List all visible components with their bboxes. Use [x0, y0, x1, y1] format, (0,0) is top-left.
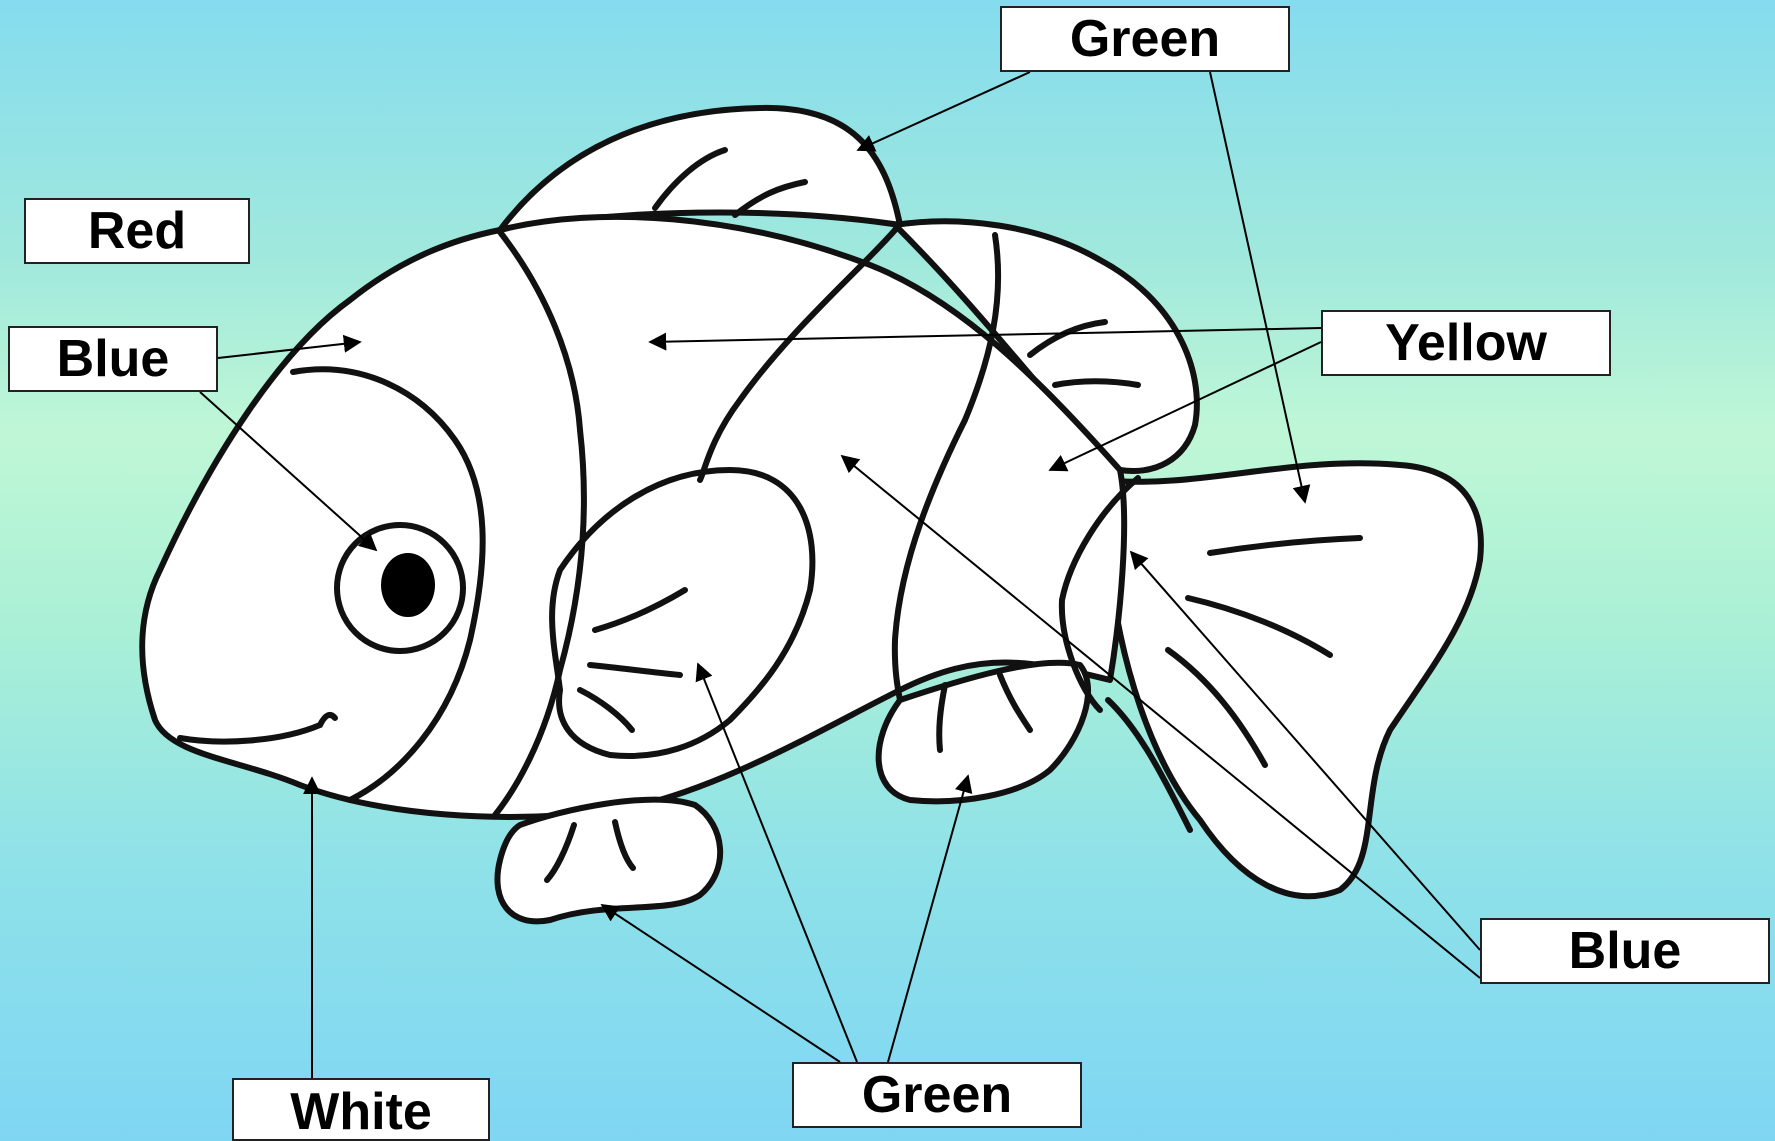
label-yellow: Yellow [1321, 310, 1611, 376]
label-red: Red [24, 198, 250, 264]
label-green-top: Green [1000, 6, 1290, 72]
label-blue-left: Blue [8, 326, 218, 392]
tail-fin [1100, 463, 1481, 896]
pupil [381, 553, 435, 617]
dorsal-fin [500, 108, 900, 230]
label-green-bottom: Green [792, 1062, 1082, 1128]
eye [337, 525, 463, 651]
leader-green-top-dorsal [858, 72, 1030, 150]
label-white: White [232, 1078, 490, 1141]
leader-green-top-tail [1210, 72, 1305, 502]
clownfish-outline [142, 108, 1481, 921]
label-blue-right: Blue [1480, 918, 1770, 984]
leader-green-bottom-anal [888, 776, 968, 1062]
